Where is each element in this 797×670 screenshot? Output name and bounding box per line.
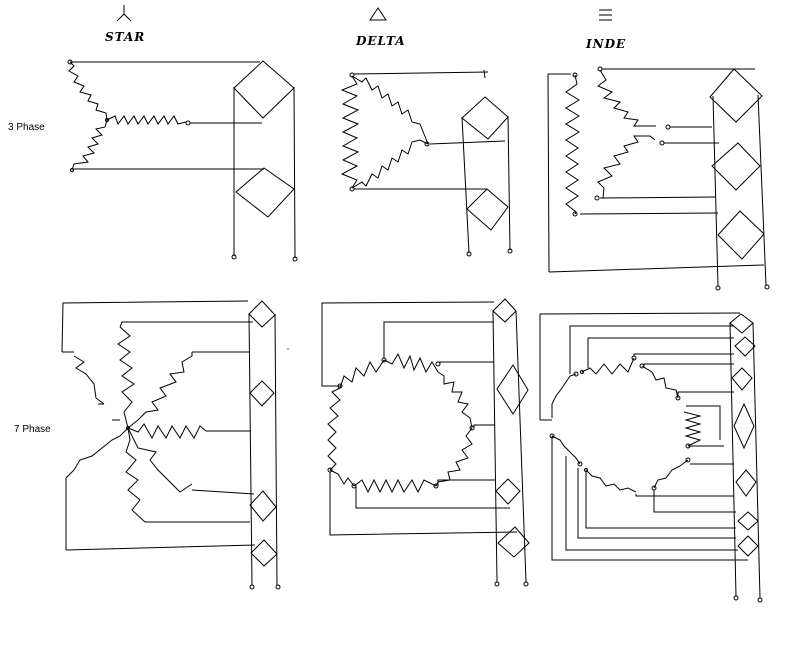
delta-3-phase-diagram — [342, 70, 512, 256]
delta-7-phase-diagram — [322, 299, 529, 586]
row-label-3-phase: 3 Phase — [8, 122, 45, 133]
star-7-phase-diagram — [62, 301, 280, 589]
inde-7-phase-diagram — [540, 313, 762, 602]
independent-symbol-icon — [599, 10, 612, 20]
stray-dot — [287, 348, 289, 350]
star-symbol-icon — [117, 5, 131, 21]
inde-3-phase-diagram — [548, 67, 769, 290]
row-label-7-phase: 7 Phase — [14, 424, 51, 435]
delta-symbol-icon — [370, 8, 386, 20]
star-3-phase-diagram — [68, 60, 297, 261]
column-header-inde: INDE — [586, 37, 627, 51]
column-header-delta: DELTA — [356, 34, 406, 48]
column-header-star: STAR — [105, 30, 146, 44]
